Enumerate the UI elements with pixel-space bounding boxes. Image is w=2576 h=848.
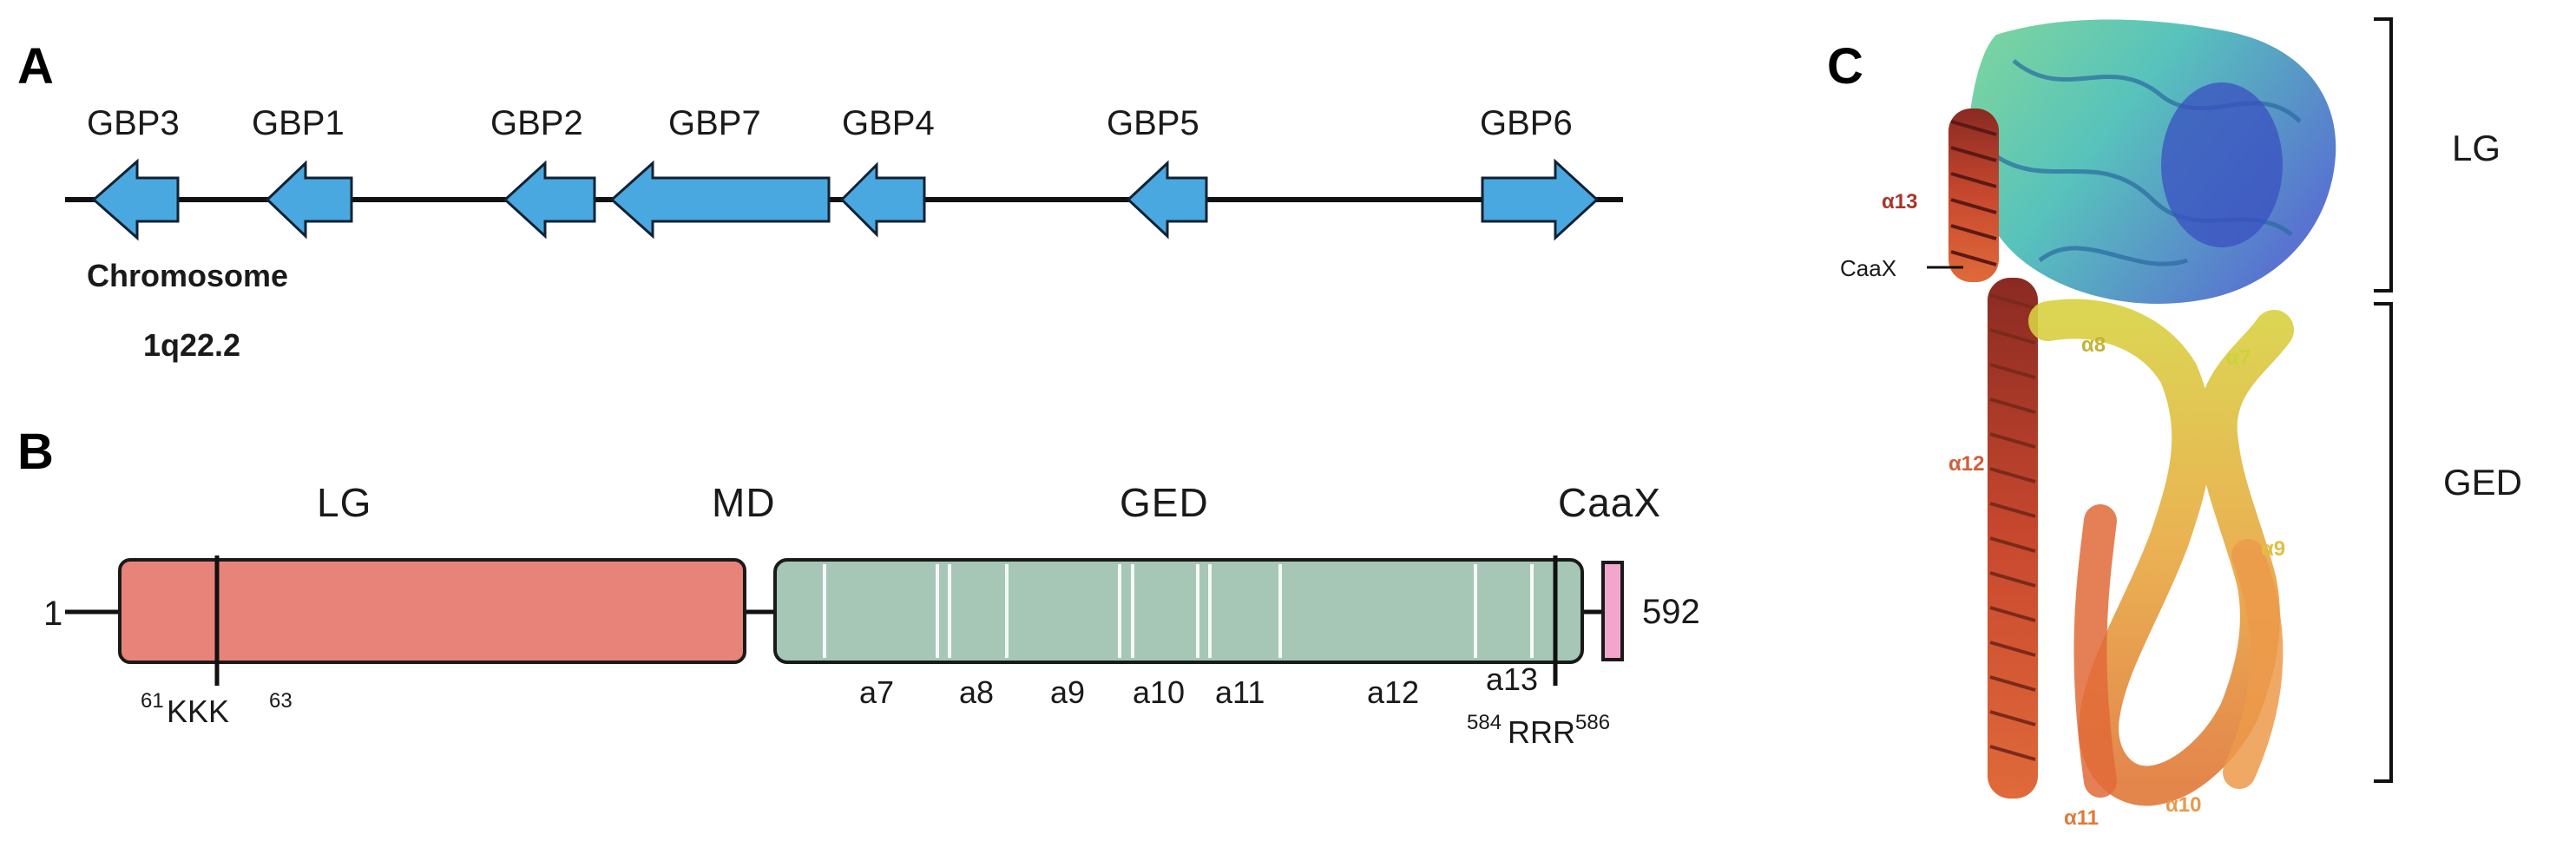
structure-helix-a13: α13	[1882, 190, 1917, 214]
helix-label-a11: a11	[1215, 674, 1265, 710]
helix-label-a13: a13	[1486, 661, 1538, 697]
motif-rrr-start: 584	[1467, 711, 1502, 734]
structure-helix-a7: α7	[2226, 346, 2251, 370]
gene-gbp7: GBP7	[609, 104, 831, 240]
ged-helix-bundle	[2028, 299, 2294, 806]
helix-a13-coil	[1950, 120, 1997, 266]
helix-label-a8: a8	[959, 674, 994, 710]
gene-gbp3: GBP3	[87, 104, 180, 241]
structure-helix-a11: α11	[2064, 806, 2099, 830]
panel-letter-b: B	[17, 424, 54, 480]
lg-beta-sheet	[2161, 82, 2283, 247]
panel-b: B LG MD GED CaaX 1 592 a7 a8 a9 a10	[17, 424, 1700, 750]
ged-domain	[773, 558, 1584, 664]
gene-label: GBP7	[668, 104, 761, 142]
region-label-ged: GED	[2443, 462, 2522, 503]
gene-arrow	[609, 160, 831, 240]
motif-rrr-residues: RRR	[1508, 714, 1575, 750]
motif-rrr: 584 RRR 586	[1467, 711, 1610, 750]
helix-label-a9: a9	[1050, 674, 1085, 710]
lg-domain	[118, 558, 746, 664]
helix-label-a7: a7	[859, 674, 894, 710]
protein-structure-image	[1927, 19, 2336, 806]
panel-a: A GBP3 GBP1 GBP2 GBP7 GBP4 GBP5 GBP6	[17, 38, 1623, 363]
gene-label: GBP2	[490, 104, 583, 142]
gene-arrow	[503, 160, 596, 240]
helix-label-a12: a12	[1367, 674, 1419, 710]
gene-arrow	[839, 161, 926, 238]
motif-kkk: 61 KKK 63	[141, 689, 292, 729]
ged-helix-a10	[2223, 539, 2284, 789]
domain-label-caax: CaaX	[1558, 480, 1661, 525]
structure-helix-a8: α8	[2081, 333, 2106, 357]
start-position: 1	[43, 595, 62, 633]
ged-bracket	[2374, 302, 2393, 783]
gene-label: GBP6	[1480, 104, 1573, 142]
gene-gbp4: GBP4	[839, 104, 935, 238]
gene-gbp1: GBP1	[252, 104, 353, 240]
caax-box	[1601, 561, 1624, 661]
gene-arrow	[1481, 158, 1600, 241]
structure-helix-a10: α10	[2165, 793, 2201, 817]
domain-label-md: MD	[712, 480, 776, 525]
motif-kkk-residues: KKK	[167, 694, 229, 729]
structure-caax-label: CaaX	[1840, 255, 1896, 281]
lg-bracket	[2374, 17, 2393, 293]
structure-helix-a9: α9	[2261, 537, 2285, 561]
panel-c: C CaaX α13 α8 α7 α12 α9 α11 α10	[1827, 17, 2522, 830]
gene-gbp6: GBP6	[1480, 104, 1600, 241]
helix-a12-coil	[1989, 293, 2036, 761]
motif-kkk-start: 61	[141, 689, 164, 713]
region-label-lg: LG	[2452, 128, 2500, 168]
gene-label: GBP3	[87, 104, 180, 142]
gene-arrow	[265, 160, 353, 240]
ged-helix-a11	[2073, 504, 2117, 798]
panel-letter-c: C	[1827, 38, 1863, 95]
domain-label-ged: GED	[1120, 480, 1209, 525]
domain-label-lg: LG	[317, 480, 371, 525]
chromosome-label: Chromosome	[87, 258, 288, 293]
ged-helix-stripes	[823, 564, 1534, 658]
end-position: 592	[1642, 593, 1700, 631]
motif-rrr-end: 586	[1575, 711, 1610, 734]
gene-gbp5: GBP5	[1107, 104, 1208, 240]
gene-arrow	[91, 158, 180, 241]
gene-arrow	[1126, 160, 1208, 240]
panel-letter-a: A	[17, 38, 54, 95]
gene-label: GBP5	[1107, 104, 1199, 142]
chromosome-band-label: 1q22.2	[143, 327, 240, 363]
helix-label-a10: a10	[1133, 674, 1185, 710]
motif-kkk-end: 63	[269, 689, 292, 713]
gene-label: GBP1	[252, 104, 345, 142]
structure-helix-a12: α12	[1948, 452, 1984, 476]
gene-label: GBP4	[842, 104, 935, 142]
gene-gbp2: GBP2	[490, 104, 596, 240]
